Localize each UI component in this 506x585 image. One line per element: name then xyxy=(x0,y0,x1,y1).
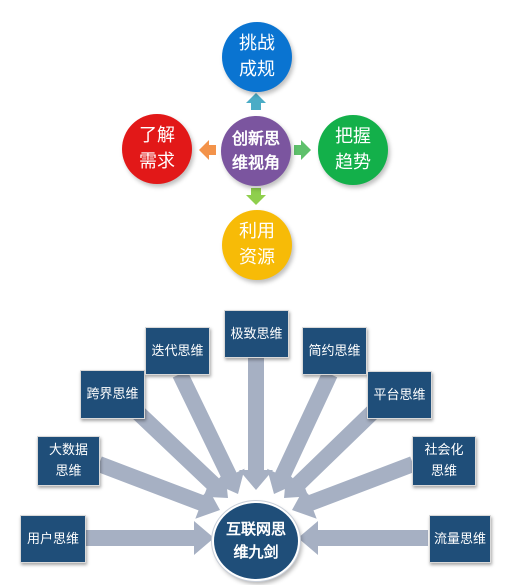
box-ultimate-line1: 极致思维 xyxy=(230,326,283,342)
circle-resource-line2: 资源 xyxy=(239,247,275,268)
circle-challenge-line1: 挑战 xyxy=(239,33,275,54)
box-crossover-thinking: 跨界思维 xyxy=(80,370,145,419)
converging-arrow-8 xyxy=(292,456,416,519)
box-bigdata-line1: 大数据 xyxy=(48,443,88,458)
circle-internet-nine-swords: 互联网思 维九剑 xyxy=(212,501,300,581)
box-iteration-line1: 迭代思维 xyxy=(151,343,204,359)
box-social-line2: 思维 xyxy=(430,464,457,479)
circle-trend-line2: 趋势 xyxy=(335,152,371,173)
circle-demand-line2: 需求 xyxy=(139,151,175,172)
box-traffic-line1: 流量思维 xyxy=(433,531,486,547)
circle-challenge-line2: 成规 xyxy=(239,59,275,80)
box-simplicity-thinking: 简约思维 xyxy=(302,327,367,375)
box-crossover-line1: 跨界思维 xyxy=(86,387,139,402)
box-social-line1: 社会化 xyxy=(424,443,464,458)
box-simplicity-line1: 简约思维 xyxy=(308,343,361,359)
circle-internet-line2: 维九剑 xyxy=(233,543,279,561)
box-platform-line1: 平台思维 xyxy=(373,387,426,403)
converging-arrow-5 xyxy=(239,357,273,490)
box-bigdata-line2: 思维 xyxy=(55,464,82,479)
circle-demand: 了解 需求 xyxy=(122,114,192,184)
box-user-line1: 用户思维 xyxy=(26,531,79,547)
circle-center-line2: 维视角 xyxy=(231,153,280,172)
converging-arrow-1 xyxy=(86,521,214,555)
top-arrows xyxy=(199,93,311,205)
box-iteration-thinking: 迭代思维 xyxy=(145,327,210,375)
box-traffic-thinking: 流量思维 xyxy=(429,515,491,563)
converging-arrow-7 xyxy=(284,399,386,498)
box-user-thinking: 用户思维 xyxy=(20,515,86,563)
converging-arrow-3 xyxy=(124,399,228,498)
circle-internet-line1: 互联网思 xyxy=(225,520,286,538)
box-platform-thinking: 平台思维 xyxy=(367,371,432,419)
circle-demand-line1: 了解 xyxy=(139,125,175,146)
circle-challenge: 挑战 成规 xyxy=(222,22,292,92)
converging-arrow-6 xyxy=(267,370,338,494)
circle-center-line1: 创新思 xyxy=(231,129,280,148)
box-ultimate-thinking: 极致思维 xyxy=(224,310,289,358)
arrow-left-icon xyxy=(199,140,216,160)
converging-arrow-4 xyxy=(172,370,245,494)
circle-resource: 利用 资源 xyxy=(222,210,292,280)
box-social-thinking: 社会化 思维 xyxy=(412,436,476,486)
circle-resource-line1: 利用 xyxy=(239,221,275,242)
converging-arrow-2 xyxy=(96,456,220,519)
arrow-down-icon xyxy=(246,188,266,205)
circle-trend: 把握 趋势 xyxy=(318,115,388,185)
circle-innovation-center: 创新思 维视角 xyxy=(221,116,291,186)
arrow-up-icon xyxy=(246,93,266,110)
converging-arrow-9 xyxy=(298,521,428,555)
arrow-right-icon xyxy=(294,140,311,160)
box-bigdata-thinking: 大数据 思维 xyxy=(37,436,100,486)
circle-trend-line1: 把握 xyxy=(335,126,371,147)
